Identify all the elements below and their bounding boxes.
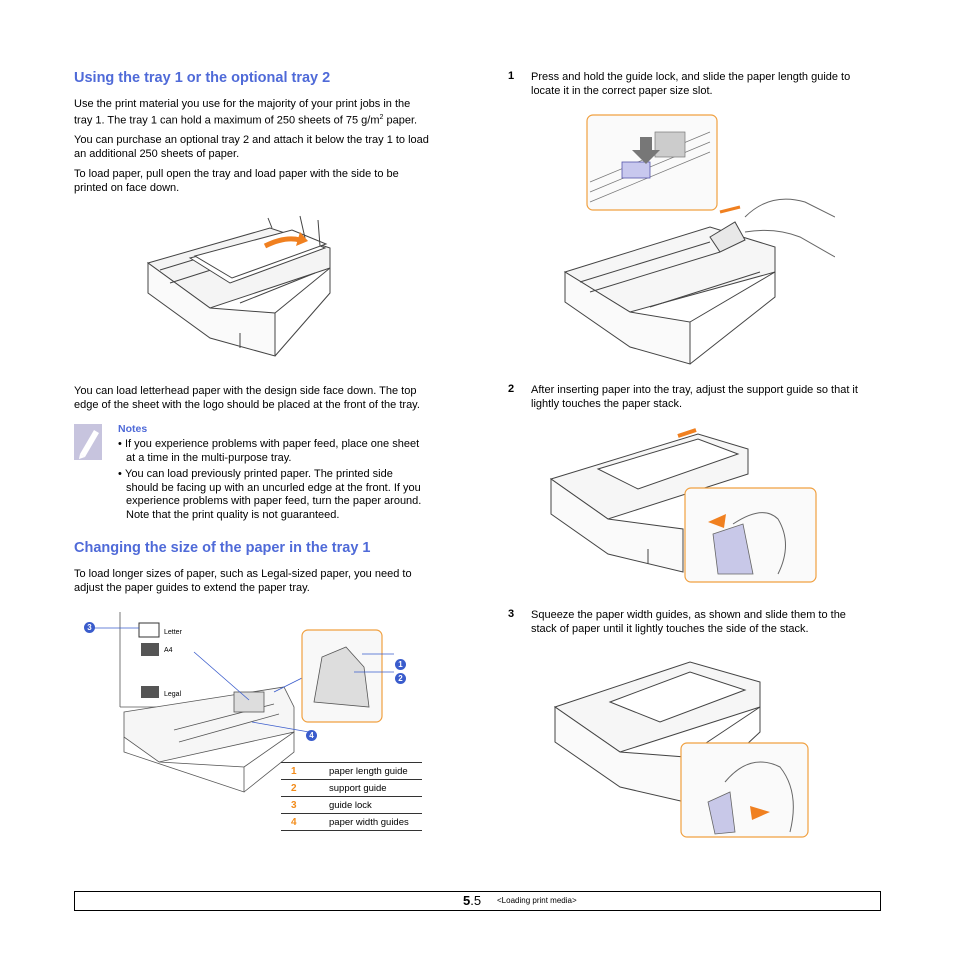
text-line: If you experience problems with paper fe… [125, 438, 420, 450]
text-line: You can purchase an optional tray 2 and … [74, 134, 429, 146]
chapter-name: <Loading print media> [497, 896, 577, 905]
callout-badge-1: 1 [395, 659, 406, 670]
callout-badge-2: 2 [395, 673, 406, 684]
text-line: should be facing up with an uncurled edg… [126, 481, 421, 494]
callout-number: 3 [281, 796, 329, 814]
text-line: Use the print material you use for the m… [74, 98, 411, 110]
text-line: at a time in the multi-purpose tray. [126, 451, 292, 464]
step-number: 1 [508, 70, 515, 82]
text-line: experience problems with paper feed, tur… [126, 495, 422, 507]
size-label-legal: Legal [164, 691, 182, 698]
tray-loading-illustration [146, 215, 331, 357]
page-footer: 5.5 <Loading print media> [74, 891, 881, 911]
text-line: locate it in the correct paper size slot… [531, 85, 713, 97]
note-item: • You can load previously printed paper.… [118, 468, 448, 522]
section-title-paper-size: Changing the size of the paper in the tr… [74, 540, 371, 556]
callout-number: 1 [281, 762, 329, 780]
paragraph-tray-capacity: Use the print material you use for the m… [74, 97, 454, 128]
text-line: stack of paper until it lightly touches … [531, 623, 809, 635]
step-text: Squeeze the paper width guides, as shown… [531, 608, 881, 636]
size-label-a4: A4 [164, 647, 173, 654]
page-number-major: 5 [463, 893, 471, 908]
callout-number: 4 [281, 813, 329, 831]
text-line: To load longer sizes of paper, such as L… [74, 568, 412, 580]
bullet: • [118, 468, 122, 480]
paragraph-optional-tray: You can purchase an optional tray 2 and … [74, 133, 454, 161]
text-line: Squeeze the paper width guides, as shown… [531, 609, 846, 621]
step-number: 3 [508, 608, 515, 620]
section-title-tray: Using the tray 1 or the optional tray 2 [74, 70, 331, 86]
text-line: You can load previously printed paper. T… [125, 468, 393, 480]
text-line: After inserting paper into the tray, adj… [531, 384, 858, 396]
step1-illustration [563, 114, 835, 365]
callout-badge-4: 4 [306, 730, 317, 741]
text-line: printed on face down. [74, 182, 180, 194]
callout-label: guide lock [329, 796, 422, 814]
callout-label: support guide [329, 779, 422, 797]
notes-title: Notes [118, 423, 148, 435]
text-line: adjust the paper guides to extend the pa… [74, 582, 310, 594]
text-line: tray 1. The tray 1 can hold a maximum of… [74, 114, 380, 127]
callout-label: paper width guides [329, 813, 422, 831]
text-line: paper. [383, 114, 418, 127]
text-line: an additional 250 sheets of paper. [74, 148, 240, 160]
paragraph-legal-size: To load longer sizes of paper, such as L… [74, 567, 454, 595]
step-text: Press and hold the guide lock, and slide… [531, 70, 881, 98]
note-item: • If you experience problems with paper … [118, 438, 448, 465]
step3-illustration [553, 661, 809, 838]
callout-number: 2 [281, 779, 329, 797]
text-line: lightly touches the paper stack. [531, 398, 683, 410]
page-number-minor: .5 [470, 893, 482, 908]
text-line: You can load letterhead paper with the d… [74, 385, 417, 397]
paragraph-letterhead: You can load letterhead paper with the d… [74, 384, 454, 412]
text-line: Note that the print quality is not guara… [126, 508, 340, 521]
size-label-letter: Letter [164, 629, 183, 636]
page-number: 5.5 [463, 893, 481, 908]
paper-guides-diagram: Letter A4 Legal [94, 612, 394, 793]
bullet: • [118, 438, 122, 450]
callout-label: paper length guide [329, 762, 422, 780]
paragraph-load-paper: To load paper, pull open the tray and lo… [74, 167, 454, 195]
step-number: 2 [508, 383, 515, 395]
text-line: Press and hold the guide lock, and slide… [531, 71, 851, 83]
superscript: 2 [379, 114, 384, 121]
step2-illustration [549, 428, 817, 583]
text-line: To load paper, pull open the tray and lo… [74, 168, 399, 180]
text-line: edge of the sheet with the logo should b… [74, 399, 420, 411]
step-text: After inserting paper into the tray, adj… [531, 383, 881, 411]
notes-pencil-icon [74, 424, 102, 460]
callout-badge-3: 3 [84, 622, 95, 633]
